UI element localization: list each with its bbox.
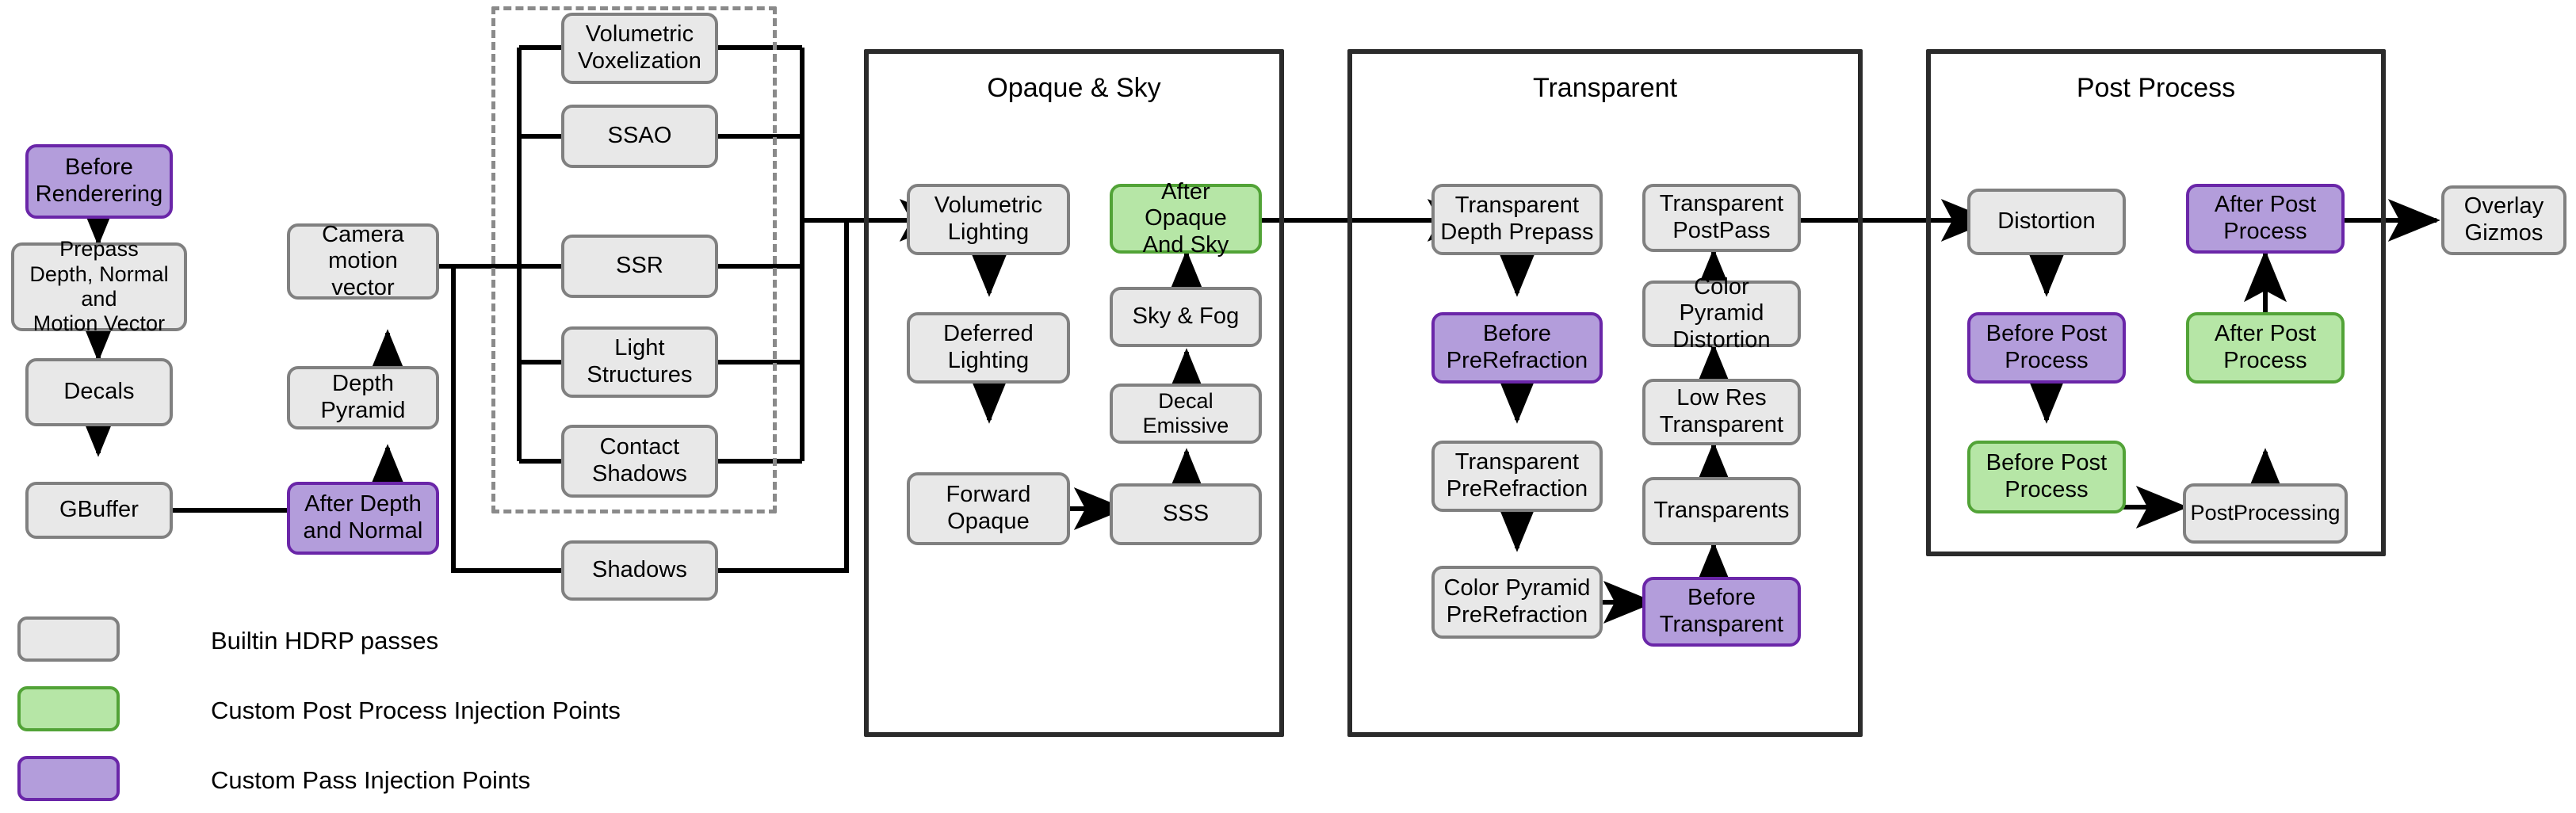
node-shadows[interactable]: Shadows (561, 540, 718, 601)
node-after-depth-and-normal[interactable]: After Depth and Normal (287, 482, 439, 555)
node-transparent-postpass[interactable]: Transparent PostPass (1642, 184, 1801, 252)
group-title-opaque-sky: Opaque & Sky (987, 73, 1161, 103)
node-postprocessing[interactable]: PostProcessing (2183, 483, 2348, 544)
node-light-structures[interactable]: Light Structures (561, 326, 718, 398)
node-overlay-gizmos[interactable]: Overlay Gizmos (2441, 185, 2566, 255)
legend-swatch-post-process (17, 686, 120, 731)
node-transparents[interactable]: Transparents (1642, 477, 1801, 545)
node-sky-and-fog[interactable]: Sky & Fog (1110, 287, 1262, 347)
legend-label-builtin: Builtin HDRP passes (211, 627, 439, 655)
group-transparent (1347, 49, 1863, 737)
node-low-res-transparent[interactable]: Low Res Transparent (1642, 379, 1801, 445)
group-opaque-sky (864, 49, 1284, 737)
node-ssr[interactable]: SSR (561, 235, 718, 298)
node-before-transparent[interactable]: Before Transparent (1642, 577, 1801, 647)
node-sss[interactable]: SSS (1110, 483, 1262, 545)
node-after-opaque-and-sky[interactable]: After Opaque And Sky (1110, 179, 1262, 258)
node-camera-motion-vector[interactable]: Camera motion vector (287, 222, 439, 300)
group-title-post-process: Post Process (2076, 73, 2236, 103)
node-transparent-depth-prepass[interactable]: Transparent Depth Prepass (1431, 184, 1603, 255)
legend-label-post-process: Custom Post Process Injection Points (211, 697, 621, 724)
node-forward-opaque[interactable]: Forward Opaque (907, 472, 1070, 545)
node-after-post-process-pp[interactable]: After Post Process (2186, 312, 2345, 384)
node-decal-emissive[interactable]: Decal Emissive (1110, 384, 1262, 444)
node-volumetric-lighting[interactable]: Volumetric Lighting (907, 184, 1070, 255)
node-prepass[interactable]: Prepass Depth, Normal and Motion Vector (11, 237, 187, 335)
node-before-post-process-pass[interactable]: Before Post Process (1967, 312, 2126, 384)
node-depth-pyramid[interactable]: Depth Pyramid (287, 366, 439, 429)
node-before-rendering[interactable]: Before Renderering (25, 144, 173, 219)
node-distortion[interactable]: Distortion (1967, 189, 2126, 255)
node-ssao[interactable]: SSAO (561, 105, 718, 168)
node-decals[interactable]: Decals (25, 358, 173, 426)
legend-swatch-builtin (17, 616, 120, 662)
node-contact-shadows[interactable]: Contact Shadows (561, 425, 718, 498)
node-after-post-process-pass[interactable]: After Post Process (2186, 184, 2345, 254)
node-deferred-lighting[interactable]: Deferred Lighting (907, 312, 1070, 384)
node-before-post-process-pp[interactable]: Before Post Process (1967, 441, 2126, 513)
node-color-pyramid-distortion[interactable]: Color Pyramid Distortion (1642, 274, 1801, 353)
group-async (491, 6, 777, 513)
node-before-prerefraction[interactable]: Before PreRefraction (1431, 312, 1603, 384)
group-title-transparent: Transparent (1532, 73, 1678, 103)
legend-label-custom-pass: Custom Pass Injection Points (211, 766, 531, 794)
node-gbuffer[interactable]: GBuffer (25, 482, 173, 539)
legend-swatch-custom-pass (17, 756, 120, 801)
group-post-process (1926, 49, 2386, 556)
node-volumetric-voxelization[interactable]: Volumetric Voxelization (561, 13, 718, 84)
node-transparent-prerefraction[interactable]: Transparent PreRefraction (1431, 441, 1603, 512)
node-color-pyramid-prerefraction[interactable]: Color Pyramid PreRefraction (1431, 566, 1603, 639)
